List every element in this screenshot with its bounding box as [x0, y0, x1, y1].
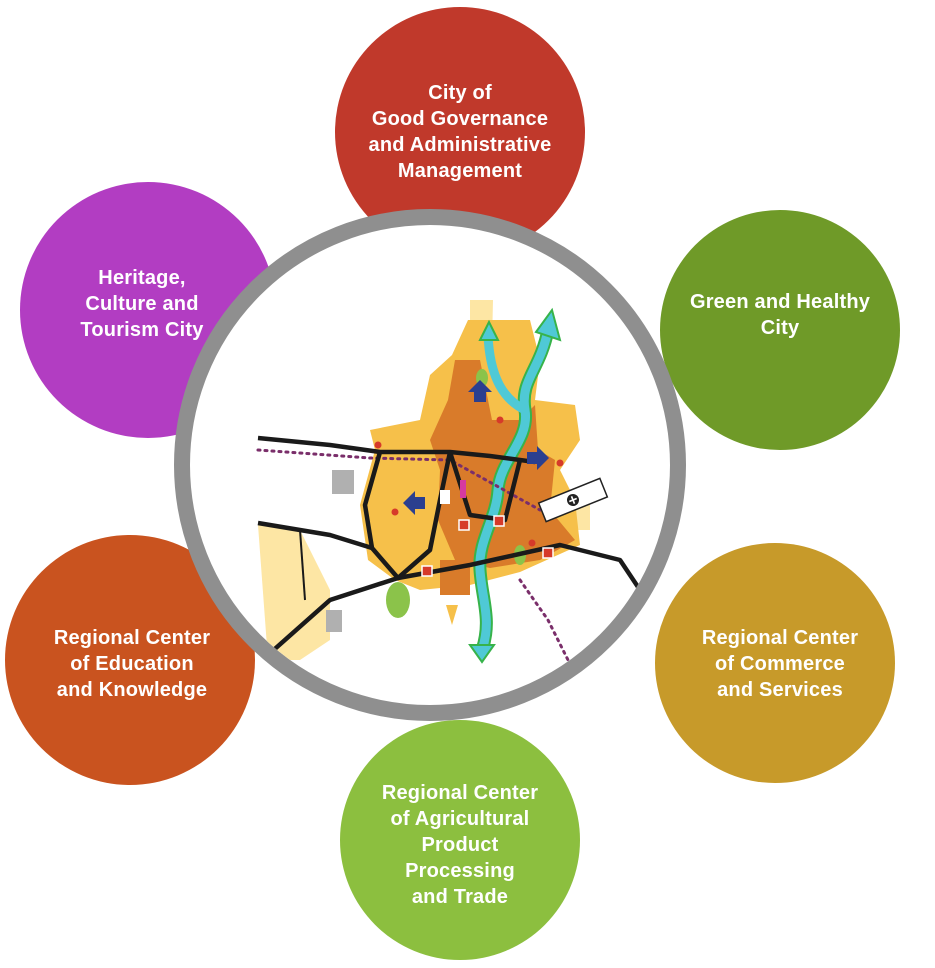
commerce-label: Regional Center of Commerce and Services — [675, 622, 885, 706]
road-west — [257, 520, 373, 551]
marker-dot — [556, 459, 564, 467]
agriculture-label: Regional Center of Agricultural Product … — [355, 778, 565, 912]
governance-label: City of Good Governance and Administrati… — [340, 72, 580, 192]
river-arrow-south — [468, 644, 496, 664]
river — [475, 325, 553, 655]
city-map — [256, 300, 652, 682]
green-circle — [660, 210, 900, 450]
green-text: Green and Healthy City — [689, 291, 871, 339]
gray-block-south — [326, 610, 342, 632]
river-arrow-northwest — [478, 319, 500, 341]
main-road-west — [257, 435, 536, 465]
governance-circle — [335, 7, 585, 257]
commerce-text: Regional Center of Commerce and Services — [701, 627, 859, 701]
arrow-north — [468, 380, 492, 402]
gray-block — [332, 470, 354, 494]
airport-icon — [537, 477, 609, 523]
river-branch — [483, 330, 530, 415]
commerce-circle — [655, 543, 895, 783]
arrow-east — [527, 446, 549, 470]
railway-line — [256, 448, 580, 682]
road-east — [397, 542, 652, 607]
white-marker — [440, 490, 450, 504]
marker-dot — [496, 416, 504, 424]
marker-dot — [391, 508, 399, 516]
marker-square — [421, 565, 433, 577]
education-text: Regional Center of Education and Knowled… — [53, 627, 211, 701]
marker-square — [458, 519, 470, 531]
education-label: Regional Center of Education and Knowled… — [22, 622, 242, 706]
heritage-text: Heritage, Culture and Tourism City — [80, 267, 204, 341]
marker-dot — [374, 441, 382, 449]
agriculture-text: Regional Center of Agricultural Product … — [381, 782, 539, 908]
marker-square — [493, 515, 505, 527]
arrow-west — [403, 491, 425, 515]
park-west — [386, 582, 410, 618]
outskirts-area — [258, 525, 330, 660]
green-label: Green and Healthy City — [670, 285, 890, 345]
pink-marker — [460, 480, 466, 498]
marker-dot — [528, 539, 536, 547]
heritage-label: Heritage, Culture and Tourism City — [42, 262, 242, 346]
agriculture-circle — [340, 720, 580, 960]
governance-text: City of Good Governance and Administrati… — [368, 82, 552, 182]
education-circle — [5, 535, 255, 785]
road-southwest — [266, 575, 399, 657]
road-small — [299, 529, 306, 601]
arrow-south — [446, 605, 458, 625]
marker-square — [542, 547, 554, 559]
river-arrow-north — [534, 307, 562, 342]
